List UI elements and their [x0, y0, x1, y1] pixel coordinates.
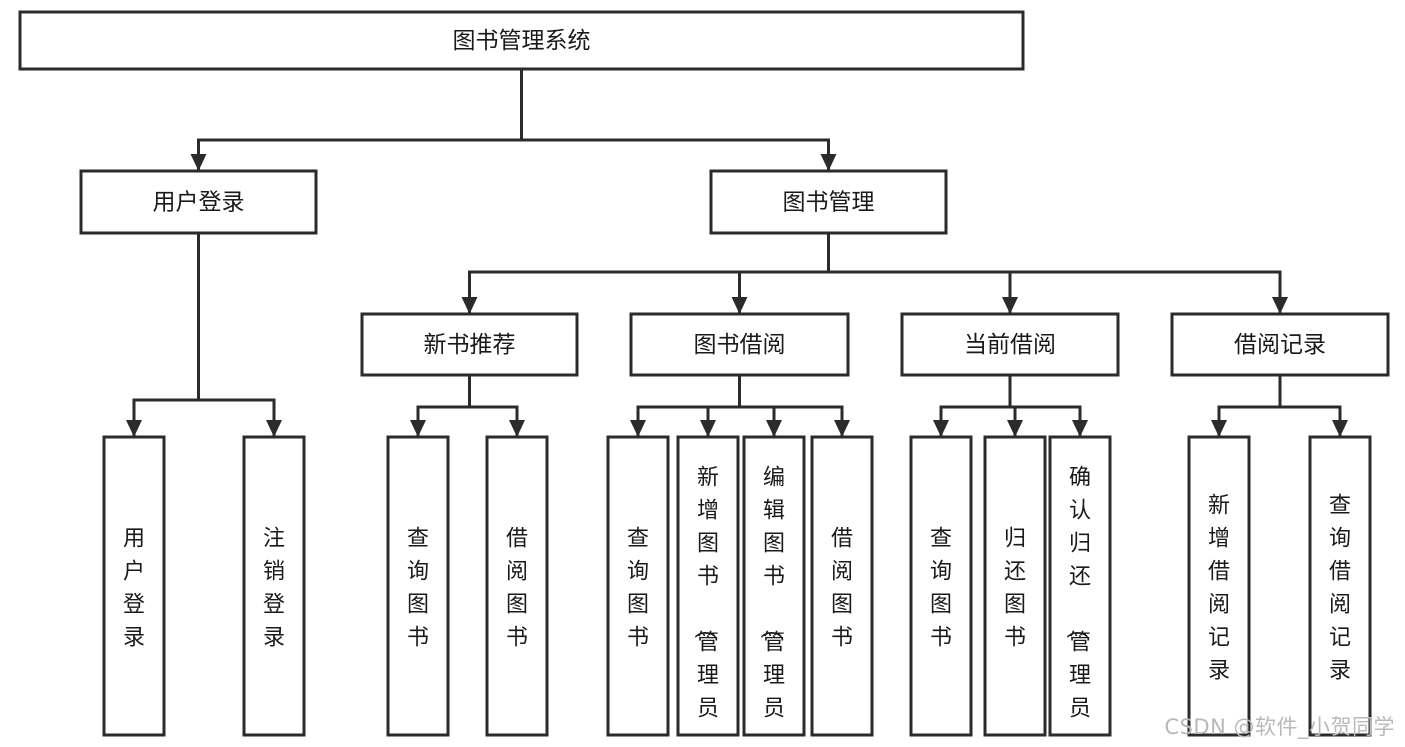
arrow-head-icon: [1072, 420, 1088, 437]
arrow-head-icon: [1002, 297, 1018, 314]
node-leaf-6-box[interactable]: [742, 435, 806, 737]
node-level2-1[interactable]: 图书管理: [709, 169, 948, 235]
arrow-head-icon: [266, 420, 282, 437]
node-leaf-5[interactable]: 新增图书（管理员）: [676, 435, 740, 747]
node-root-system-box[interactable]: [18, 10, 1025, 71]
arrow-head-icon: [834, 420, 850, 437]
arrow-head-icon: [766, 420, 782, 437]
node-leaf-4[interactable]: 查询图书: [606, 435, 670, 737]
node-leaf-6-label: 编辑图书（管理员）: [757, 466, 785, 747]
arrow-head-icon: [820, 154, 837, 171]
node-level3-1-box[interactable]: [629, 312, 850, 377]
node-leaf-5-box[interactable]: [676, 435, 740, 737]
node-leaf-8[interactable]: 查询图书: [909, 435, 973, 737]
node-leaf-12[interactable]: 查询借阅记录: [1308, 435, 1372, 737]
node-leaf-3-box[interactable]: [485, 435, 549, 737]
node-leaf-7-box[interactable]: [810, 435, 874, 737]
arrow-head-icon: [731, 297, 748, 314]
node-level2-0[interactable]: 用户登录: [79, 169, 318, 235]
arrow-head-icon: [190, 154, 207, 171]
node-level2-1-label: 图书管理: [783, 190, 875, 216]
node-leaf-5-label: 新增图书（管理员）: [691, 466, 719, 747]
node-leaf-9[interactable]: 归还图书: [983, 435, 1047, 737]
node-leaf-10-box[interactable]: [1048, 435, 1112, 737]
node-leaf-3[interactable]: 借阅图书: [485, 435, 549, 737]
node-leaf-1[interactable]: 注销登录: [242, 435, 306, 737]
node-level3-0[interactable]: 新书推荐: [360, 312, 579, 377]
node-leaf-4-label: 查询图书: [627, 527, 649, 651]
node-leaf-1-label: 注销登录: [263, 527, 285, 651]
node-level3-2-box[interactable]: [900, 312, 1120, 377]
node-level3-1[interactable]: 图书借阅: [629, 312, 850, 377]
node-leaf-12-box[interactable]: [1308, 435, 1372, 737]
node-leaf-11-box[interactable]: [1187, 435, 1251, 737]
arrow-head-icon: [461, 297, 478, 314]
node-leaf-1-box[interactable]: [242, 435, 306, 737]
node-level2-1-box[interactable]: [709, 169, 948, 235]
node-leaf-0[interactable]: 用户登录: [102, 435, 166, 737]
arrow-head-icon: [509, 420, 525, 437]
node-leaf-2-label: 查询图书: [407, 527, 429, 651]
node-level3-0-box[interactable]: [360, 312, 579, 377]
node-level3-2[interactable]: 当前借阅: [900, 312, 1120, 377]
node-level3-1-label: 图书借阅: [694, 332, 786, 358]
node-leaf-2[interactable]: 查询图书: [386, 435, 450, 737]
node-leaf-9-label: 归还图书: [1004, 527, 1026, 651]
node-root-system-label: 图书管理系统: [453, 28, 591, 54]
node-leaf-8-label: 查询图书: [930, 527, 952, 651]
arrow-head-icon: [1272, 297, 1288, 314]
node-leaf-2-box[interactable]: [386, 435, 450, 737]
node-leaf-7-label: 借阅图书: [831, 527, 853, 651]
node-level3-0-label: 新书推荐: [424, 332, 516, 358]
node-level3-2-label: 当前借阅: [964, 332, 1056, 358]
arrow-head-icon: [630, 420, 646, 437]
arrow-head-icon: [933, 420, 949, 437]
arrow-head-icon: [410, 420, 426, 437]
node-leaf-0-box[interactable]: [102, 435, 166, 737]
node-level3-3-label: 借阅记录: [1234, 332, 1326, 358]
node-leaf-3-label: 借阅图书: [506, 527, 528, 651]
node-leaf-7[interactable]: 借阅图书: [810, 435, 874, 737]
node-leaf-4-box[interactable]: [606, 435, 670, 737]
arrow-head-icon: [1332, 420, 1348, 437]
node-level2-0-box[interactable]: [79, 169, 318, 235]
node-leaf-10[interactable]: 确认归还（管理员）: [1048, 435, 1112, 747]
node-level3-3-box[interactable]: [1170, 312, 1390, 377]
arrow-head-icon: [126, 420, 142, 437]
node-root-system[interactable]: 图书管理系统: [18, 10, 1025, 71]
arrow-head-icon: [1007, 420, 1023, 437]
node-leaf-6[interactable]: 编辑图书（管理员）: [742, 435, 806, 747]
arrow-head-icon: [700, 420, 716, 437]
node-leaf-12-label: 查询借阅记录: [1329, 494, 1351, 684]
node-leaf-11-label: 新增借阅记录: [1208, 494, 1230, 684]
node-leaf-10-label: 确认归还（管理员）: [1063, 466, 1091, 747]
node-level2-0-label: 用户登录: [153, 190, 245, 216]
node-level3-3[interactable]: 借阅记录: [1170, 312, 1390, 377]
node-leaf-8-box[interactable]: [909, 435, 973, 737]
node-leaf-11[interactable]: 新增借阅记录: [1187, 435, 1251, 737]
node-leaf-9-box[interactable]: [983, 435, 1047, 737]
arrow-head-icon: [1211, 420, 1227, 437]
node-leaf-0-label: 用户登录: [123, 527, 145, 651]
